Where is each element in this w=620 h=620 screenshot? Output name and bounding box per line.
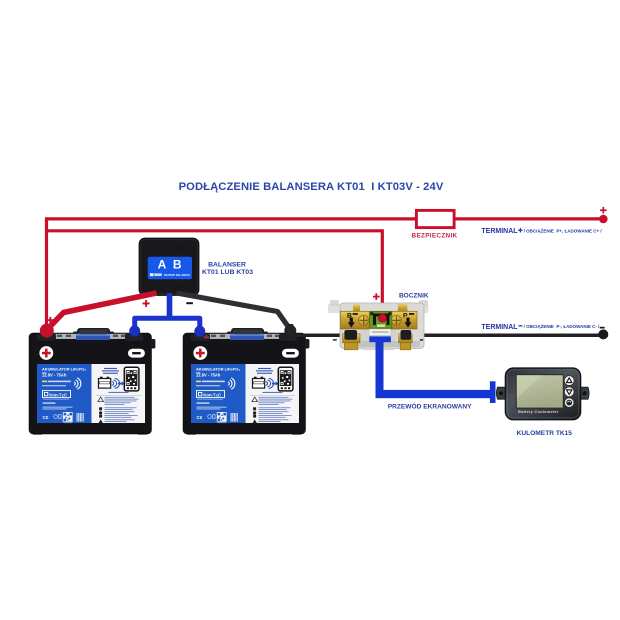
svg-text:BOCZNIK: BOCZNIK [399,293,429,300]
svg-text:BATTERY BALANCER: BATTERY BALANCER [164,274,190,277]
svg-text:A: A [158,257,167,271]
svg-text:BALANSER: BALANSER [208,261,246,268]
svg-text:B: B [173,257,182,271]
svg-text:Battery Coulometer: Battery Coulometer [518,410,559,414]
svg-text:P: P [403,312,408,319]
svg-text:KULOMETR TK15: KULOMETR TK15 [517,430,573,437]
svg-text:Kon-TΞC: Kon-TΞC [49,393,67,398]
svg-text:KT01 LUB KT03: KT01 LUB KT03 [202,269,253,276]
svg-text:/ OBCIĄŻENIE P-, ŁADOWANIE C-: / OBCIĄŻENIE P-, ŁADOWANIE C- / [524,323,601,329]
svg-text:12.8V - 75Ah: 12.8V - 75Ah [42,373,67,378]
svg-text:TERMINAL: TERMINAL [481,228,518,235]
svg-text:PODŁĄCZENIE BALANSERA KT01 I: PODŁĄCZENIE BALANSERA KT01 I KT03V - 24V [179,181,444,193]
svg-text:AKUMULATOR LiFePO₄: AKUMULATOR LiFePO₄ [42,366,86,371]
svg-text:C€: C€ [43,415,49,420]
svg-text:PRZEWÓD EKRANOWANY: PRZEWÓD EKRANOWANY [388,401,472,410]
svg-text:BEZPIECZNIK: BEZPIECZNIK [412,233,458,240]
svg-text:/ OBCIĄŻENIE P+, ŁADOWANIE C+: / OBCIĄŻENIE P+, ŁADOWANIE C+ / [524,227,603,233]
svg-text:TERMINAL: TERMINAL [481,324,518,331]
svg-text:B: B [347,312,352,319]
